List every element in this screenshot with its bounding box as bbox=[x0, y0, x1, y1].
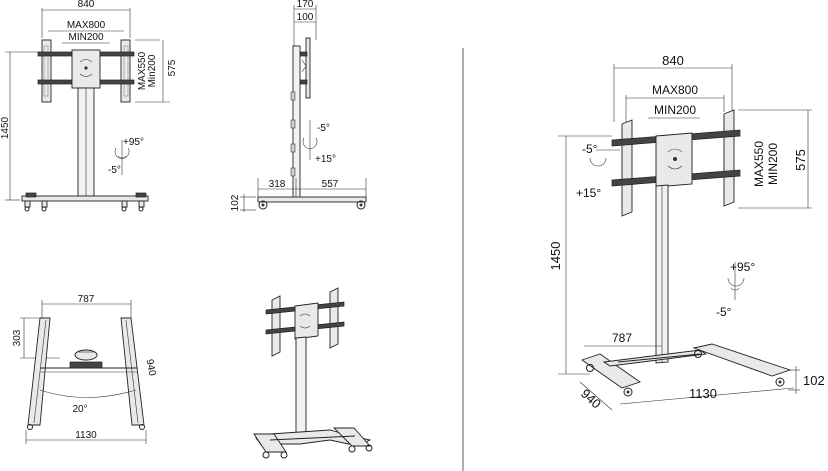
side-depth-top-label: 170 bbox=[297, 0, 314, 10]
small-iso-view bbox=[253, 287, 373, 459]
front-width-label: 840 bbox=[78, 0, 95, 10]
top-angle-label: 20° bbox=[72, 404, 87, 415]
side-base-rear-label: 557 bbox=[322, 179, 339, 190]
front-vesa-min-w-label: MIN200 bbox=[68, 32, 103, 43]
iso-tilt-back-label: -5° bbox=[582, 142, 598, 156]
front-tilt-up-label: +95° bbox=[123, 137, 144, 148]
top-outer-w-label: 1130 bbox=[75, 430, 97, 441]
front-vesa-max-w-label: MAX800 bbox=[67, 20, 106, 31]
side-depth-bracket-label: 100 bbox=[297, 12, 314, 23]
iso-leg-len-label: 940 bbox=[578, 386, 604, 412]
front-vesa-min-h-label: Min200 bbox=[147, 54, 158, 87]
iso-vesa-max-w-label: MAX800 bbox=[652, 83, 698, 97]
side-tilt-fwd-label: +15° bbox=[315, 154, 336, 165]
iso-bracket-h-label: 575 bbox=[793, 149, 808, 171]
iso-outer-w-label: 1130 bbox=[689, 386, 717, 401]
top-inner-w-label: 787 bbox=[78, 294, 95, 305]
iso-total-h-label: 1450 bbox=[548, 242, 563, 271]
front-tilt-down-label: -5° bbox=[108, 165, 121, 176]
top-leg-len-label: 940 bbox=[144, 358, 158, 377]
side-view: 170 100 -5° +15° 318 557 10 bbox=[230, 0, 367, 212]
iso-tilt-fwd-label: +15° bbox=[576, 186, 601, 200]
front-view: 840 MAX800 MIN200 MAX550 Min200 575 14 bbox=[0, 0, 178, 212]
top-view: 787 303 940 20° 1130 bbox=[12, 294, 157, 444]
side-wheel-h-label: 102 bbox=[230, 194, 241, 211]
iso-wheel-h-label: 102 bbox=[803, 373, 825, 388]
iso-width-label: 840 bbox=[662, 53, 684, 68]
front-bracket-h-label: 575 bbox=[167, 59, 178, 76]
iso-rot-up-label: +95° bbox=[730, 260, 755, 274]
side-base-front-label: 318 bbox=[269, 179, 286, 190]
iso-vesa-min-w-label: MIN200 bbox=[654, 103, 696, 117]
iso-vesa-max-h-label: MAX550 bbox=[752, 141, 766, 187]
iso-rot-down-label: -5° bbox=[716, 305, 732, 319]
iso-vesa-min-h-label: MIN200 bbox=[766, 143, 780, 185]
top-leg-offset-label: 303 bbox=[12, 329, 23, 346]
front-wheels bbox=[24, 200, 145, 212]
side-tilt-back-label: -5° bbox=[317, 123, 330, 134]
iso-inner-w-label: 787 bbox=[612, 331, 632, 345]
front-total-h-label: 1450 bbox=[0, 116, 11, 139]
main-iso-view: 840 MAX800 MIN200 -5° +15° MAX550 MIN200… bbox=[548, 53, 825, 411]
front-vesa-max-h-label: MAX550 bbox=[137, 51, 148, 90]
